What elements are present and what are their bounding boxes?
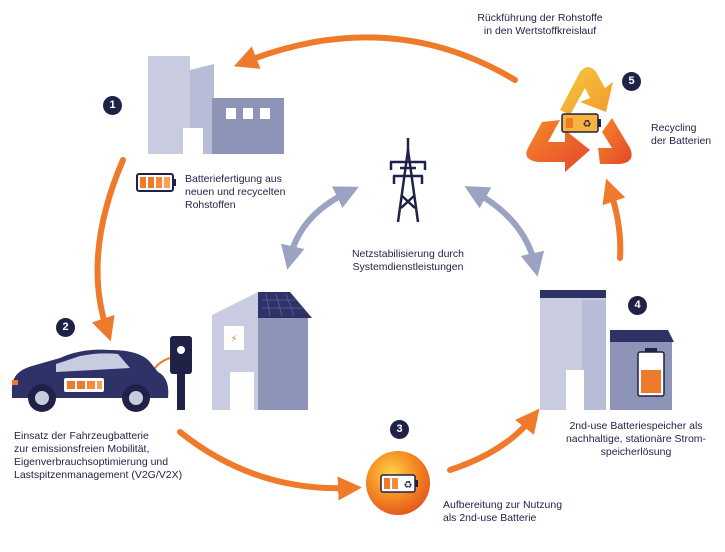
step-2-line-3: Eigenverbrauchsoptimierung und: [14, 456, 169, 468]
storage-building-icon: [540, 290, 674, 410]
recycle-icon: ♻: [526, 67, 632, 172]
svg-text:⚡: ⚡: [230, 334, 237, 345]
center-label: Netzstabilisierung durch Systemdienstlei…: [328, 248, 488, 274]
step-1-line-1: Batteriefertigung aus: [185, 173, 282, 185]
step-1-line-3: Rohstoffen: [185, 199, 236, 211]
arrow-grid-storage: [464, 186, 545, 277]
center-label-line-1: Netzstabilisierung durch: [351, 248, 465, 260]
arrow-storage-to-recycle: [602, 178, 626, 261]
house-icon: ⚡: [212, 292, 312, 410]
step-5-line-2: der Batterien: [651, 135, 712, 147]
step-4-line-2: nachhaltige, stationäre Strom-: [565, 433, 707, 445]
step-3-line-2: als 2nd-use Batterie: [443, 512, 537, 524]
svg-text:♻: ♻: [404, 480, 413, 491]
refurbish-battery-icon: ♻: [366, 451, 430, 515]
center-label-line-2: Systemdienstleistungen: [352, 261, 464, 273]
step-5-line-1: Recycling: [651, 122, 697, 134]
step-2-line-4: Lastspitzenmanagement (V2G/V2X): [14, 469, 183, 481]
step-1-badge: 1: [103, 96, 122, 115]
top-label: Rückführung der Rohstoffe in den Wertsto…: [460, 12, 620, 38]
car-icon: [11, 349, 169, 412]
step-2-line-1: Einsatz der Fahrzeugbatterie: [14, 430, 149, 442]
step-3-line-1: Aufbereitung zur Nutzung: [443, 499, 563, 511]
power-tower-icon: [389, 138, 427, 223]
step-2-badge: 2: [56, 318, 75, 337]
charger-icon: [151, 336, 192, 410]
step-4-line-3: speicherlösung: [600, 446, 672, 458]
step-2-line-2: zur emissionsfreien Mobilität,: [14, 443, 150, 455]
battery-icon: [136, 173, 176, 192]
step-4-line-1: 2nd-use Batteriespeicher als: [569, 420, 703, 432]
step-2-label: Einsatz der Fahrzeugbatterie zur emissio…: [14, 430, 214, 482]
step-4-badge: 4: [628, 296, 647, 315]
arrow-factory-to-car: [91, 157, 126, 342]
step-3-badge: 3: [390, 420, 409, 439]
step-5-label: Recycling der Batterien: [651, 122, 725, 148]
arrow-refurbish-to-storage: [447, 408, 540, 473]
step-1-label: Batteriefertigung aus neuen und recycelt…: [185, 173, 325, 212]
arrow-car-to-refurbish: [177, 429, 362, 501]
step-3-label: Aufbereitung zur Nutzung als 2nd-use Bat…: [443, 499, 593, 525]
top-label-line-1: Rückführung der Rohstoffe: [477, 12, 603, 24]
step-4-label: 2nd-use Batteriespeicher als nachhaltige…: [556, 420, 716, 459]
svg-text:♻: ♻: [583, 119, 592, 130]
step-1-line-2: neuen und recycelten: [185, 186, 286, 198]
arrow-recycle-to-factory: [233, 34, 518, 83]
top-label-line-2: in den Wertstoffkreislauf: [483, 25, 597, 37]
factory-icon: [148, 56, 284, 154]
step-5-badge: 5: [622, 72, 641, 91]
arrow-grid-house: [281, 186, 359, 270]
